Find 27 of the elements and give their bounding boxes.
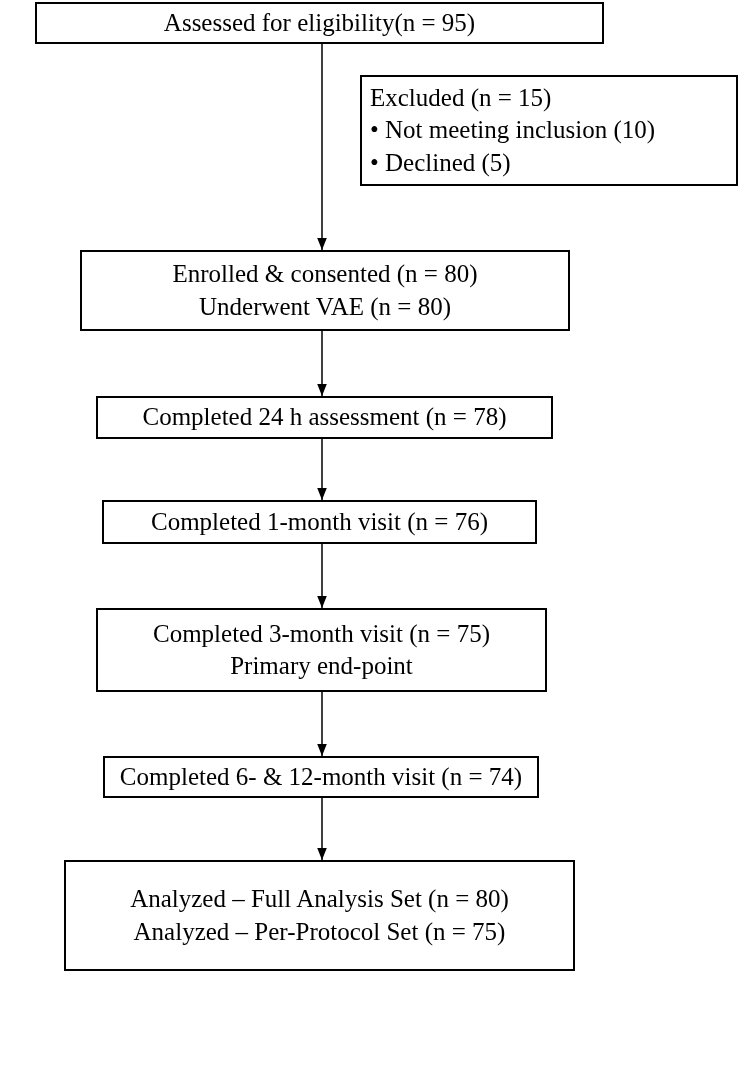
process-box xyxy=(64,860,575,971)
box-text: Completed 24 h assessment (n = 78) xyxy=(142,402,507,433)
box-text: Enrolled & consented (n = 80) xyxy=(172,259,478,290)
box-text: Excluded (n = 15) xyxy=(370,82,552,113)
box-text: Analyzed – Per-Protocol Set (n = 75) xyxy=(133,916,506,947)
box-text: Completed 1-month visit (n = 76) xyxy=(151,506,488,538)
arrow xyxy=(317,43,327,251)
box-text: Completed 3-month visit (n = 75) xyxy=(153,618,490,650)
box-text: Primary end-point xyxy=(230,651,413,681)
process-box xyxy=(80,250,570,331)
arrow xyxy=(317,797,327,861)
process-box xyxy=(96,396,553,439)
box-text: Underwent VAE (n = 80) xyxy=(199,291,451,323)
process-box xyxy=(102,500,537,544)
process-box xyxy=(103,756,539,798)
box-text: • Not meeting inclusion (10) xyxy=(370,115,656,146)
arrow xyxy=(317,438,327,501)
box-text: • Declined (5) xyxy=(370,147,511,179)
box-text: Assessed for eligibility(n = 95) xyxy=(163,7,476,39)
process-box xyxy=(35,2,604,44)
process-box xyxy=(96,608,547,692)
arrow xyxy=(317,543,327,609)
arrow xyxy=(317,330,327,397)
arrow xyxy=(317,691,327,757)
box-text: Completed 6- & 12-month visit (n = 74) xyxy=(119,761,523,793)
exclusion-box xyxy=(360,75,738,186)
box-text: Analyzed – Full Analysis Set (n = 80) xyxy=(130,884,509,915)
